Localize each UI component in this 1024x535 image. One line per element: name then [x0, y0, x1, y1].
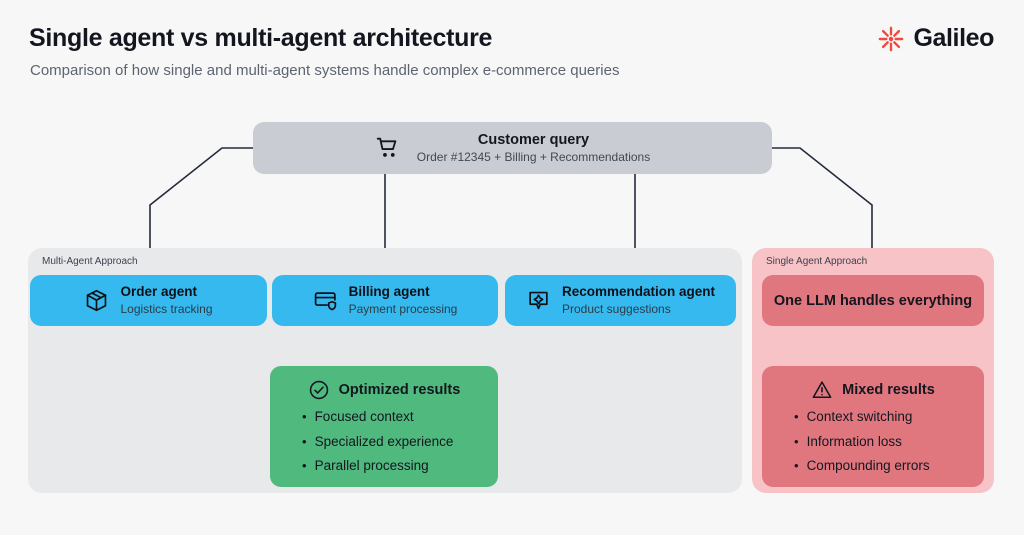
- mixed-results-node[interactable]: Mixed results • Context switching • Info…: [762, 366, 984, 487]
- mixed-results-header: Mixed results: [762, 379, 984, 401]
- order-agent-subtitle: Logistics tracking: [120, 301, 213, 316]
- galileo-starburst-icon: [879, 26, 904, 51]
- customer-query-text: Customer query Order #12345 + Billing + …: [417, 131, 650, 165]
- billing-agent-node[interactable]: Billing agent Payment processing: [272, 275, 498, 326]
- recommendation-sparkle-icon: [529, 291, 548, 310]
- shopping-cart-icon: [376, 137, 397, 157]
- bullet-icon: •: [302, 433, 307, 449]
- customer-query-title: Customer query: [477, 131, 590, 148]
- single-llm-node[interactable]: One LLM handles everything: [762, 275, 984, 326]
- recommendation-agent-text: Recommendation agent Product suggestions: [562, 284, 715, 317]
- order-agent-title: Order agent: [120, 283, 197, 299]
- credit-card-shield-icon: [314, 292, 336, 311]
- optimized-results-list: • Focused context • Specialized experien…: [270, 410, 498, 473]
- optimized-results-title: Optimized results: [338, 382, 461, 398]
- bullet-icon: •: [794, 409, 799, 424]
- customer-query-subtitle: Order #12345 + Billing + Recommendations: [416, 149, 651, 164]
- optimized-results-node[interactable]: Optimized results • Focused context • Sp…: [270, 366, 498, 487]
- billing-agent-title: Billing agent: [348, 283, 430, 299]
- list-item: • Parallel processing: [302, 459, 498, 473]
- wire-query-to-order-agent: [144, 147, 253, 272]
- check-circle-icon: [309, 380, 328, 400]
- recommendation-agent-subtitle: Product suggestions: [561, 301, 671, 316]
- warning-triangle-icon: [812, 381, 832, 399]
- bullet-icon: •: [302, 458, 307, 473]
- list-item-label: Parallel processing: [314, 458, 429, 473]
- recommendation-agent-title: Recommendation agent: [561, 283, 716, 299]
- bullet-icon: •: [302, 409, 307, 424]
- bullet-icon: •: [794, 458, 799, 473]
- list-item: • Focused context: [302, 410, 498, 424]
- list-item-label: Information loss: [806, 433, 902, 449]
- page-title: Single agent vs multi-agent architecture: [29, 24, 493, 52]
- list-item: • Compounding errors: [794, 459, 984, 473]
- customer-query-node[interactable]: Customer query Order #12345 + Billing + …: [253, 122, 772, 174]
- mixed-results-list: • Context switching • Information loss •…: [762, 410, 984, 473]
- brand-logo: Galileo: [878, 24, 994, 53]
- wire-query-to-single-llm: [772, 147, 878, 272]
- mixed-results-title: Mixed results: [842, 382, 935, 398]
- billing-agent-subtitle: Payment processing: [348, 301, 458, 316]
- list-item: • Information loss: [794, 433, 984, 449]
- list-item: • Context switching: [794, 410, 984, 424]
- page-subtitle: Comparison of how single and multi-agent…: [30, 62, 620, 79]
- optimized-results-header: Optimized results: [270, 379, 498, 401]
- single-llm-title: One LLM handles everything: [773, 292, 973, 309]
- package-box-icon: [87, 289, 107, 312]
- multi-agent-panel-label: Multi-Agent Approach: [42, 256, 138, 267]
- list-item-label: Specialized experience: [314, 433, 454, 449]
- order-agent-text: Order agent Logistics tracking: [120, 284, 212, 317]
- billing-agent-text: Billing agent Payment processing: [349, 284, 458, 317]
- brand-name: Galileo: [913, 24, 994, 52]
- list-item-label: Focused context: [314, 409, 414, 424]
- list-item-label: Context switching: [806, 409, 913, 424]
- recommendation-agent-node[interactable]: Recommendation agent Product suggestions: [505, 275, 736, 326]
- bullet-icon: •: [794, 433, 799, 449]
- list-item-label: Compounding errors: [806, 458, 930, 473]
- list-item: • Specialized experience: [302, 433, 498, 449]
- order-agent-node[interactable]: Order agent Logistics tracking: [30, 275, 267, 326]
- single-agent-panel-label: Single Agent Approach: [766, 256, 868, 267]
